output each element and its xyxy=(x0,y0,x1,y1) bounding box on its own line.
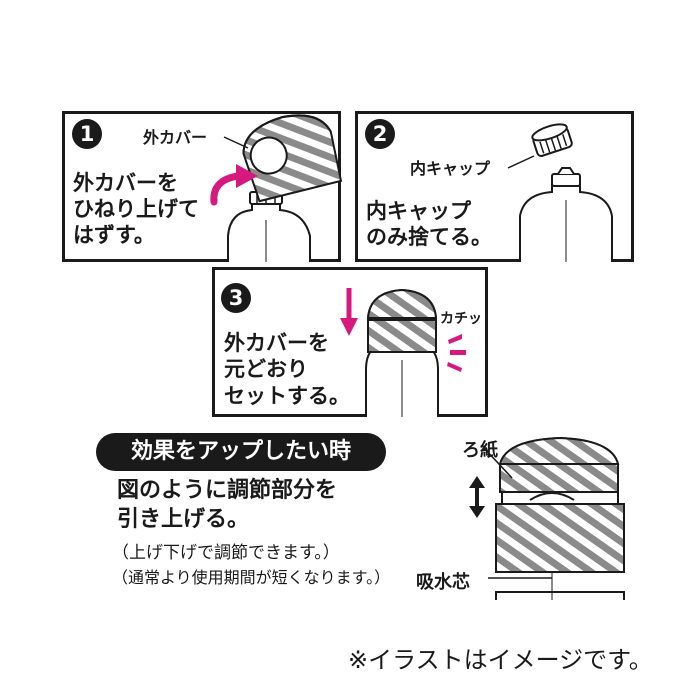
step-2-number: 2 xyxy=(365,119,395,149)
tip-note-1: （上げ下げで調節できます。） xyxy=(112,543,340,563)
inner-cap-icon xyxy=(531,123,573,157)
up-down-arrow-icon xyxy=(469,476,485,518)
step-3-number: 3 xyxy=(221,283,251,313)
step-2-callout-label: 内キャップ xyxy=(410,159,491,178)
step-3-line-2: 元どおり xyxy=(224,357,308,381)
step-2-line-2: のみ捨てる。 xyxy=(366,225,492,249)
bottle-with-cover-icon xyxy=(365,288,439,417)
callout-line xyxy=(483,447,513,479)
step-1-callout-label: 外カバー xyxy=(143,128,208,147)
filter-paper-label: ろ紙 xyxy=(462,440,498,461)
down-arrow-icon xyxy=(340,288,358,336)
step-1-line-2: ひねり上げて xyxy=(73,197,199,221)
callout-line xyxy=(507,155,535,169)
tip-banner: 効果をアップしたい時 xyxy=(96,433,386,471)
bottle-icon xyxy=(519,167,613,262)
adjusted-bottle-icon xyxy=(495,436,625,600)
step-3-sound-label: カチッ xyxy=(440,311,482,327)
callout-line xyxy=(223,136,249,149)
step-3-line-3: セットする。 xyxy=(224,384,350,408)
step-1-line-1: 外カバーを xyxy=(73,171,178,195)
outer-cover-icon xyxy=(242,114,343,203)
wick-label: 吸水芯 xyxy=(416,572,470,593)
step-2-line-1: 内キャップ xyxy=(366,199,471,223)
tip-line-1: 図のように調節部分を xyxy=(117,478,338,503)
disclaimer: ※イラストはイメージです。 xyxy=(348,646,653,674)
tip-note-2: （通常より使用期間が短くなります。） xyxy=(112,568,391,587)
twist-arrow-icon xyxy=(210,164,258,206)
tip-line-2: 引き上げる。 xyxy=(117,507,250,532)
click-burst-icon xyxy=(447,334,466,372)
step-1-number: 1 xyxy=(72,119,102,149)
step-3-line-1: 外カバーを xyxy=(224,331,329,355)
step-1-line-3: はずす。 xyxy=(73,223,155,247)
